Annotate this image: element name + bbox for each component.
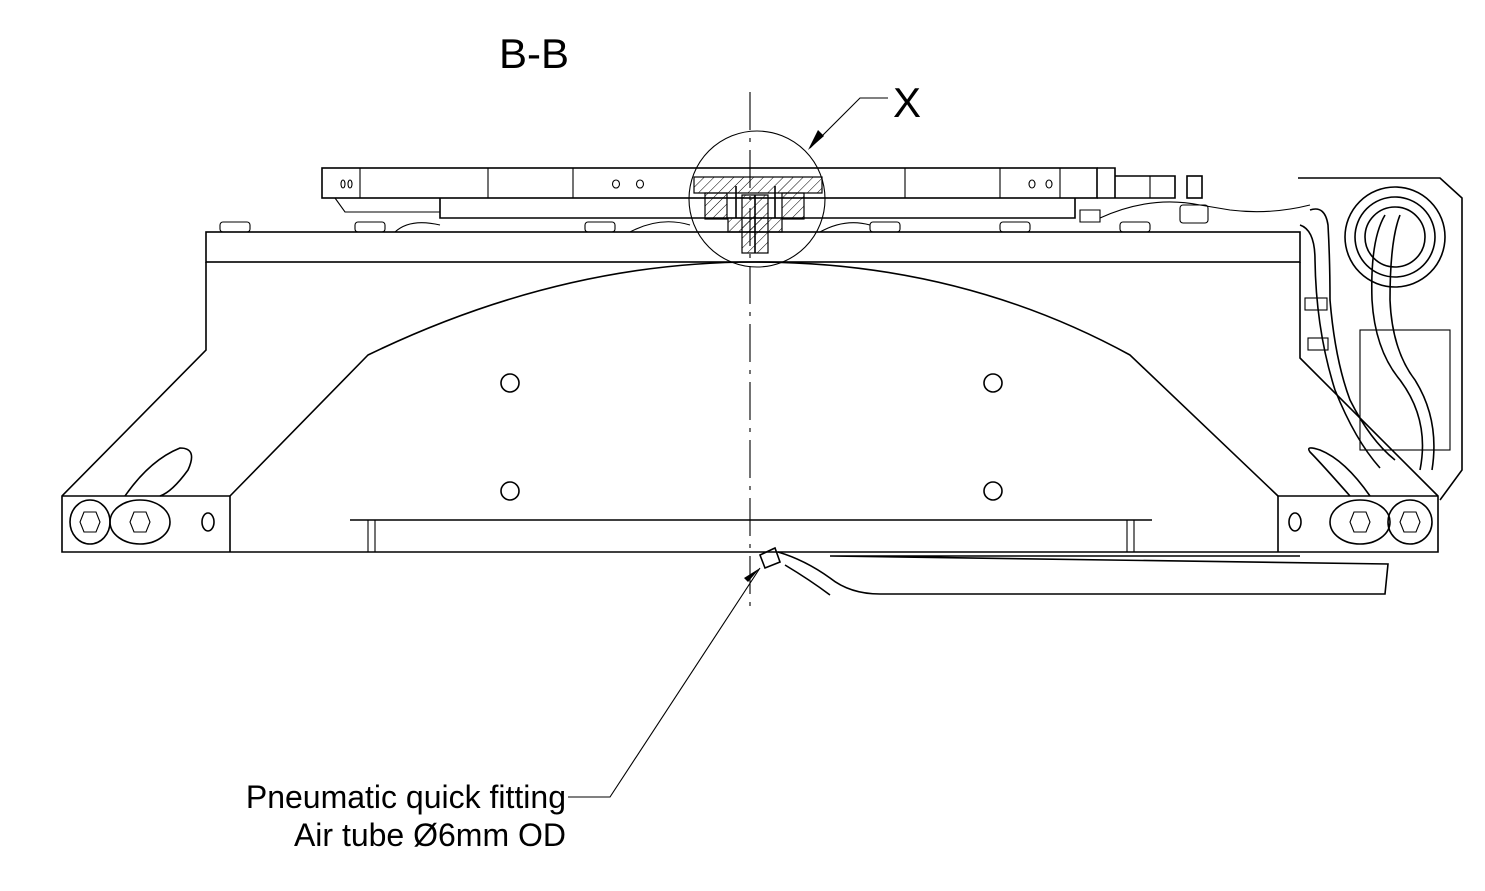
section-hatch — [693, 176, 823, 254]
air-tube — [758, 546, 1389, 596]
left-bolts — [69, 499, 215, 545]
main-body — [61, 261, 1439, 553]
annotation-line1: Pneumatic quick fitting — [246, 779, 566, 815]
detail-label: X — [893, 79, 921, 126]
side-connector — [1298, 177, 1463, 501]
detail-circle — [688, 130, 826, 268]
right-bolts — [1288, 499, 1433, 545]
fitting-leader — [568, 567, 761, 798]
detail-leader — [808, 97, 888, 150]
annotation-line2: Air tube Ø6mm OD — [294, 817, 566, 853]
section-label: B-B — [499, 30, 569, 77]
